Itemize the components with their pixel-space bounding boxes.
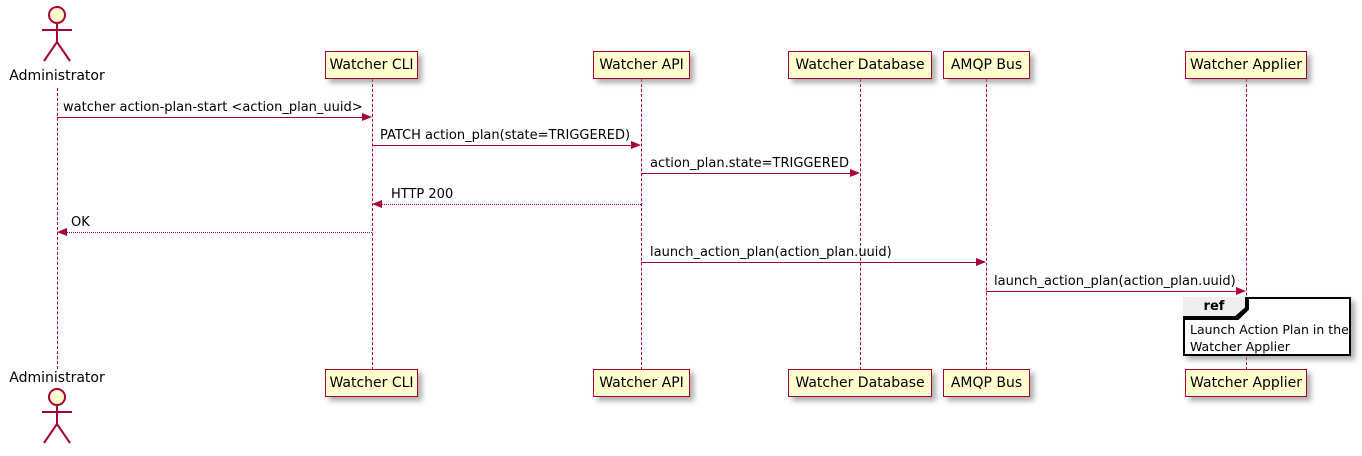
arrowhead-left-5 <box>57 228 67 236</box>
participant-amqp-bus-top: AMQP Bus <box>943 51 1030 79</box>
arrowhead-right-6 <box>976 258 986 266</box>
participant-watcher-database-top: Watcher Database <box>788 51 932 79</box>
ref-fragment: ref Launch Action Plan in the Watcher Ap… <box>1183 297 1351 356</box>
lifeline-watcher-database <box>860 79 861 370</box>
participant-watcher-api-top: Watcher API <box>593 51 690 79</box>
message-line-7 <box>986 291 1236 292</box>
ref-tab: ref <box>1183 297 1249 320</box>
message-label-ok: OK <box>71 215 90 230</box>
arrowhead-right-3 <box>850 169 860 177</box>
message-line-2 <box>372 145 631 146</box>
message-line-6 <box>641 262 976 263</box>
participant-amqp-bus-bottom: AMQP Bus <box>943 369 1030 397</box>
participant-watcher-applier-bottom: Watcher Applier <box>1185 369 1307 397</box>
actor-icon-bottom <box>42 388 72 444</box>
message-label-launch-action-plan-amqp: launch_action_plan(action_plan.uuid) <box>994 274 1236 289</box>
message-line-1 <box>57 117 362 118</box>
participant-watcher-cli-top: Watcher CLI <box>325 51 418 79</box>
message-label-state-triggered: action_plan.state=TRIGGERED <box>650 156 849 171</box>
ref-text-line-1: Launch Action Plan in the <box>1190 322 1349 337</box>
actor-icon <box>42 6 72 62</box>
lifeline-watcher-api <box>641 79 642 370</box>
message-line-3 <box>641 173 850 174</box>
participant-watcher-api-bottom: Watcher API <box>593 369 690 397</box>
lifeline-watcher-cli <box>372 79 373 370</box>
arrowhead-right-2 <box>631 141 641 149</box>
message-line-5 <box>67 232 372 233</box>
participant-watcher-applier-top: Watcher Applier <box>1185 51 1307 79</box>
message-line-4 <box>382 204 641 205</box>
ref-keyword: ref <box>1183 297 1245 316</box>
message-label-patch-action-plan: PATCH action_plan(state=TRIGGERED) <box>380 128 631 143</box>
lifeline-amqp-bus <box>986 79 987 370</box>
message-label-http-200: HTTP 200 <box>391 187 454 202</box>
participant-watcher-cli-bottom: Watcher CLI <box>325 369 418 397</box>
participant-administrator-top: Administrator <box>9 68 105 84</box>
arrowhead-right-7 <box>1236 287 1246 295</box>
ref-text: Launch Action Plan in the Watcher Applie… <box>1190 321 1349 355</box>
participant-watcher-database-bottom: Watcher Database <box>788 369 932 397</box>
ref-text-line-2: Watcher Applier <box>1190 339 1290 354</box>
participant-administrator-bottom: Administrator <box>9 370 105 386</box>
arrowhead-right-1 <box>362 113 372 121</box>
arrowhead-left-4 <box>372 200 382 208</box>
lifeline-watcher-applier <box>1246 79 1247 370</box>
message-label-action-plan-start: watcher action-plan-start <action_plan_u… <box>63 100 363 115</box>
message-label-launch-action-plan-api: launch_action_plan(action_plan.uuid) <box>650 245 892 260</box>
